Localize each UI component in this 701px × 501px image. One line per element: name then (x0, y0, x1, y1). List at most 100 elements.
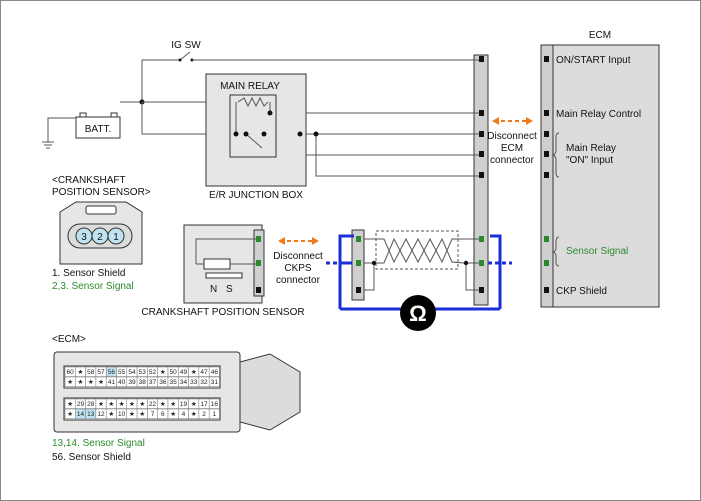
harness-pin-3 (479, 131, 484, 137)
ecm-pin-label: 38 (139, 379, 147, 386)
ecm-pin-label: 13 (87, 411, 95, 418)
ecm-pin-label: ★ (191, 369, 197, 376)
harness-pin-4 (479, 151, 484, 157)
harness-pin-6 (479, 236, 484, 242)
ecm-pin-label: ★ (191, 401, 197, 408)
ecm-pin-sensor-signal-1 (544, 236, 549, 242)
harness-connector-ecm-side-bar (473, 54, 489, 306)
ecm-pin-label: ★ (108, 411, 114, 418)
ecm-label-sensor-signal: Sensor Signal (566, 246, 628, 257)
ecm-pin-label: 55 (118, 369, 126, 376)
junction-box-frame (205, 73, 307, 187)
sensor-note-signal: 2,3. Sensor Signal (52, 281, 134, 292)
ecm-brace-main-relay (551, 132, 560, 178)
harness-pin-8 (479, 287, 484, 293)
crankshaft-sensor-connector: <CRANKSHAFT POSITION SENSOR> 3 2 1 1. Se… (52, 175, 151, 292)
ecm-pin-label: 56 (108, 369, 116, 376)
ecm-pin-label: ★ (98, 379, 104, 386)
harness-pin-7 (479, 260, 484, 266)
ecm-pin-label: ★ (119, 401, 125, 408)
ecm-pin-label: ★ (139, 411, 145, 418)
disconnect-ecm-note: Disconnect ECM connector (487, 117, 537, 166)
ecm-pin-label: ★ (170, 401, 176, 408)
sensor-pin-1 (107, 227, 125, 245)
ecm-label-main-relay-on-1: Main Relay (566, 143, 616, 154)
ecm-pin-ckp-shield (544, 287, 549, 293)
disconnect-ckps-line-3: connector (276, 275, 321, 286)
ohmmeter-symbol: Ω (409, 301, 427, 326)
ckp-magnet (205, 272, 243, 279)
disconnect-ckps-line-2: CKPS (284, 263, 312, 274)
twisted-pair-b (364, 237, 479, 264)
ecm-title: ECM (589, 30, 611, 41)
sensor-pin-1-label: 1 (113, 232, 119, 243)
battery-symbol (75, 116, 121, 139)
ckp-coil (203, 258, 231, 270)
sensor-harness (351, 229, 479, 301)
ecm-pin-label: 16 (211, 401, 219, 408)
disconnect-ecm-line-3: connector (490, 155, 535, 166)
ecm-pin-label: 28 (87, 401, 95, 408)
ecm-pin-label: ★ (67, 411, 73, 418)
junction-box-label: E/R JUNCTION BOX (209, 190, 303, 201)
ecm-pin-label: 19 (180, 401, 188, 408)
ecm-pin-label: 31 (211, 379, 219, 386)
ecm-pin-label: ★ (129, 401, 135, 408)
ecm-pin-label: 58 (87, 369, 95, 376)
ecm-pin-cell (208, 366, 220, 377)
ecm-label-on-start: ON/START Input (556, 55, 631, 66)
ecm-pin-label: ★ (78, 379, 84, 386)
ecm-pin-label: ★ (88, 379, 94, 386)
crankshaft-heading-line-1: <CRANKSHAFT (52, 175, 126, 186)
ecm-box (540, 44, 660, 308)
ohmmeter-icon (400, 295, 436, 331)
ecm-note-shield: 56. Sensor Shield (52, 452, 131, 463)
crankshaft-position-sensor: N S CRANKSHAFT POSITION SENSOR (141, 224, 305, 318)
ecm-label-ckp-shield: CKP Shield (556, 286, 607, 297)
ecm-pin-on-start (544, 56, 549, 62)
ecm-module: ECM ON/START Input Main Relay Control Ma… (540, 30, 660, 308)
ckp-sensor-label: CRANKSHAFT POSITION SENSOR (141, 307, 304, 318)
ecm-pin-label: 53 (139, 369, 147, 376)
ecm-pin-label: ★ (160, 401, 166, 408)
ecm-pin-label: ★ (67, 379, 73, 386)
sensor-pin-3-label: 3 (81, 232, 87, 243)
ecm-pin-cell (208, 398, 220, 409)
ecm-pin-label: 47 (200, 369, 208, 376)
ecm-pin-sensor-signal-2 (544, 260, 549, 266)
relay-coil-symbol (237, 96, 269, 108)
battery-label: BATT. (85, 124, 111, 135)
ecm-pin-label: 7 (151, 411, 155, 418)
ecm-pin-label: 54 (128, 369, 136, 376)
relay-contact-symbol (245, 133, 263, 149)
ecm-pin-label: 12 (97, 411, 105, 418)
ecm-pin-label: 4 (182, 411, 186, 418)
ecm-pin-label: ★ (78, 369, 84, 376)
ecm-pin-cell (208, 408, 220, 419)
disconnect-ecm-line-1: Disconnect (487, 131, 537, 142)
sensor-pin-2-label: 2 (97, 232, 103, 243)
ecm-pin-label: 41 (108, 379, 116, 386)
ecm-pin-label: 50 (170, 369, 178, 376)
ecm-pin-main-relay-on-3 (544, 172, 549, 178)
ecm-pin-label: 14 (77, 411, 85, 418)
ecm-pin-label: 39 (128, 379, 136, 386)
disconnect-ecm-line-2: ECM (501, 143, 523, 154)
main-relay-label: MAIN RELAY (220, 81, 280, 92)
ecm-pin-label: ★ (160, 369, 166, 376)
ecm-pin-label: 36 (159, 379, 167, 386)
ecm-pin-label: ★ (98, 401, 104, 408)
disconnect-ckps-note: Disconnect CKPS connector (273, 237, 323, 286)
ig-switch-label: IG SW (171, 40, 201, 51)
meter-lead-left (338, 234, 354, 265)
ecm-pin-label: ★ (108, 401, 114, 408)
twisted-pair-a (364, 237, 479, 264)
ecm-pin-label: 32 (200, 379, 208, 386)
ig-switch-symbol (179, 51, 191, 61)
ecm-note-signal: 13,14. Sensor Signal (52, 438, 145, 449)
ecm-brace-sensor-signal (551, 236, 560, 267)
ckp-pin-1 (256, 287, 261, 293)
ecm-pin-label: 52 (149, 369, 157, 376)
ecm-pin-label: 1 (213, 411, 217, 418)
